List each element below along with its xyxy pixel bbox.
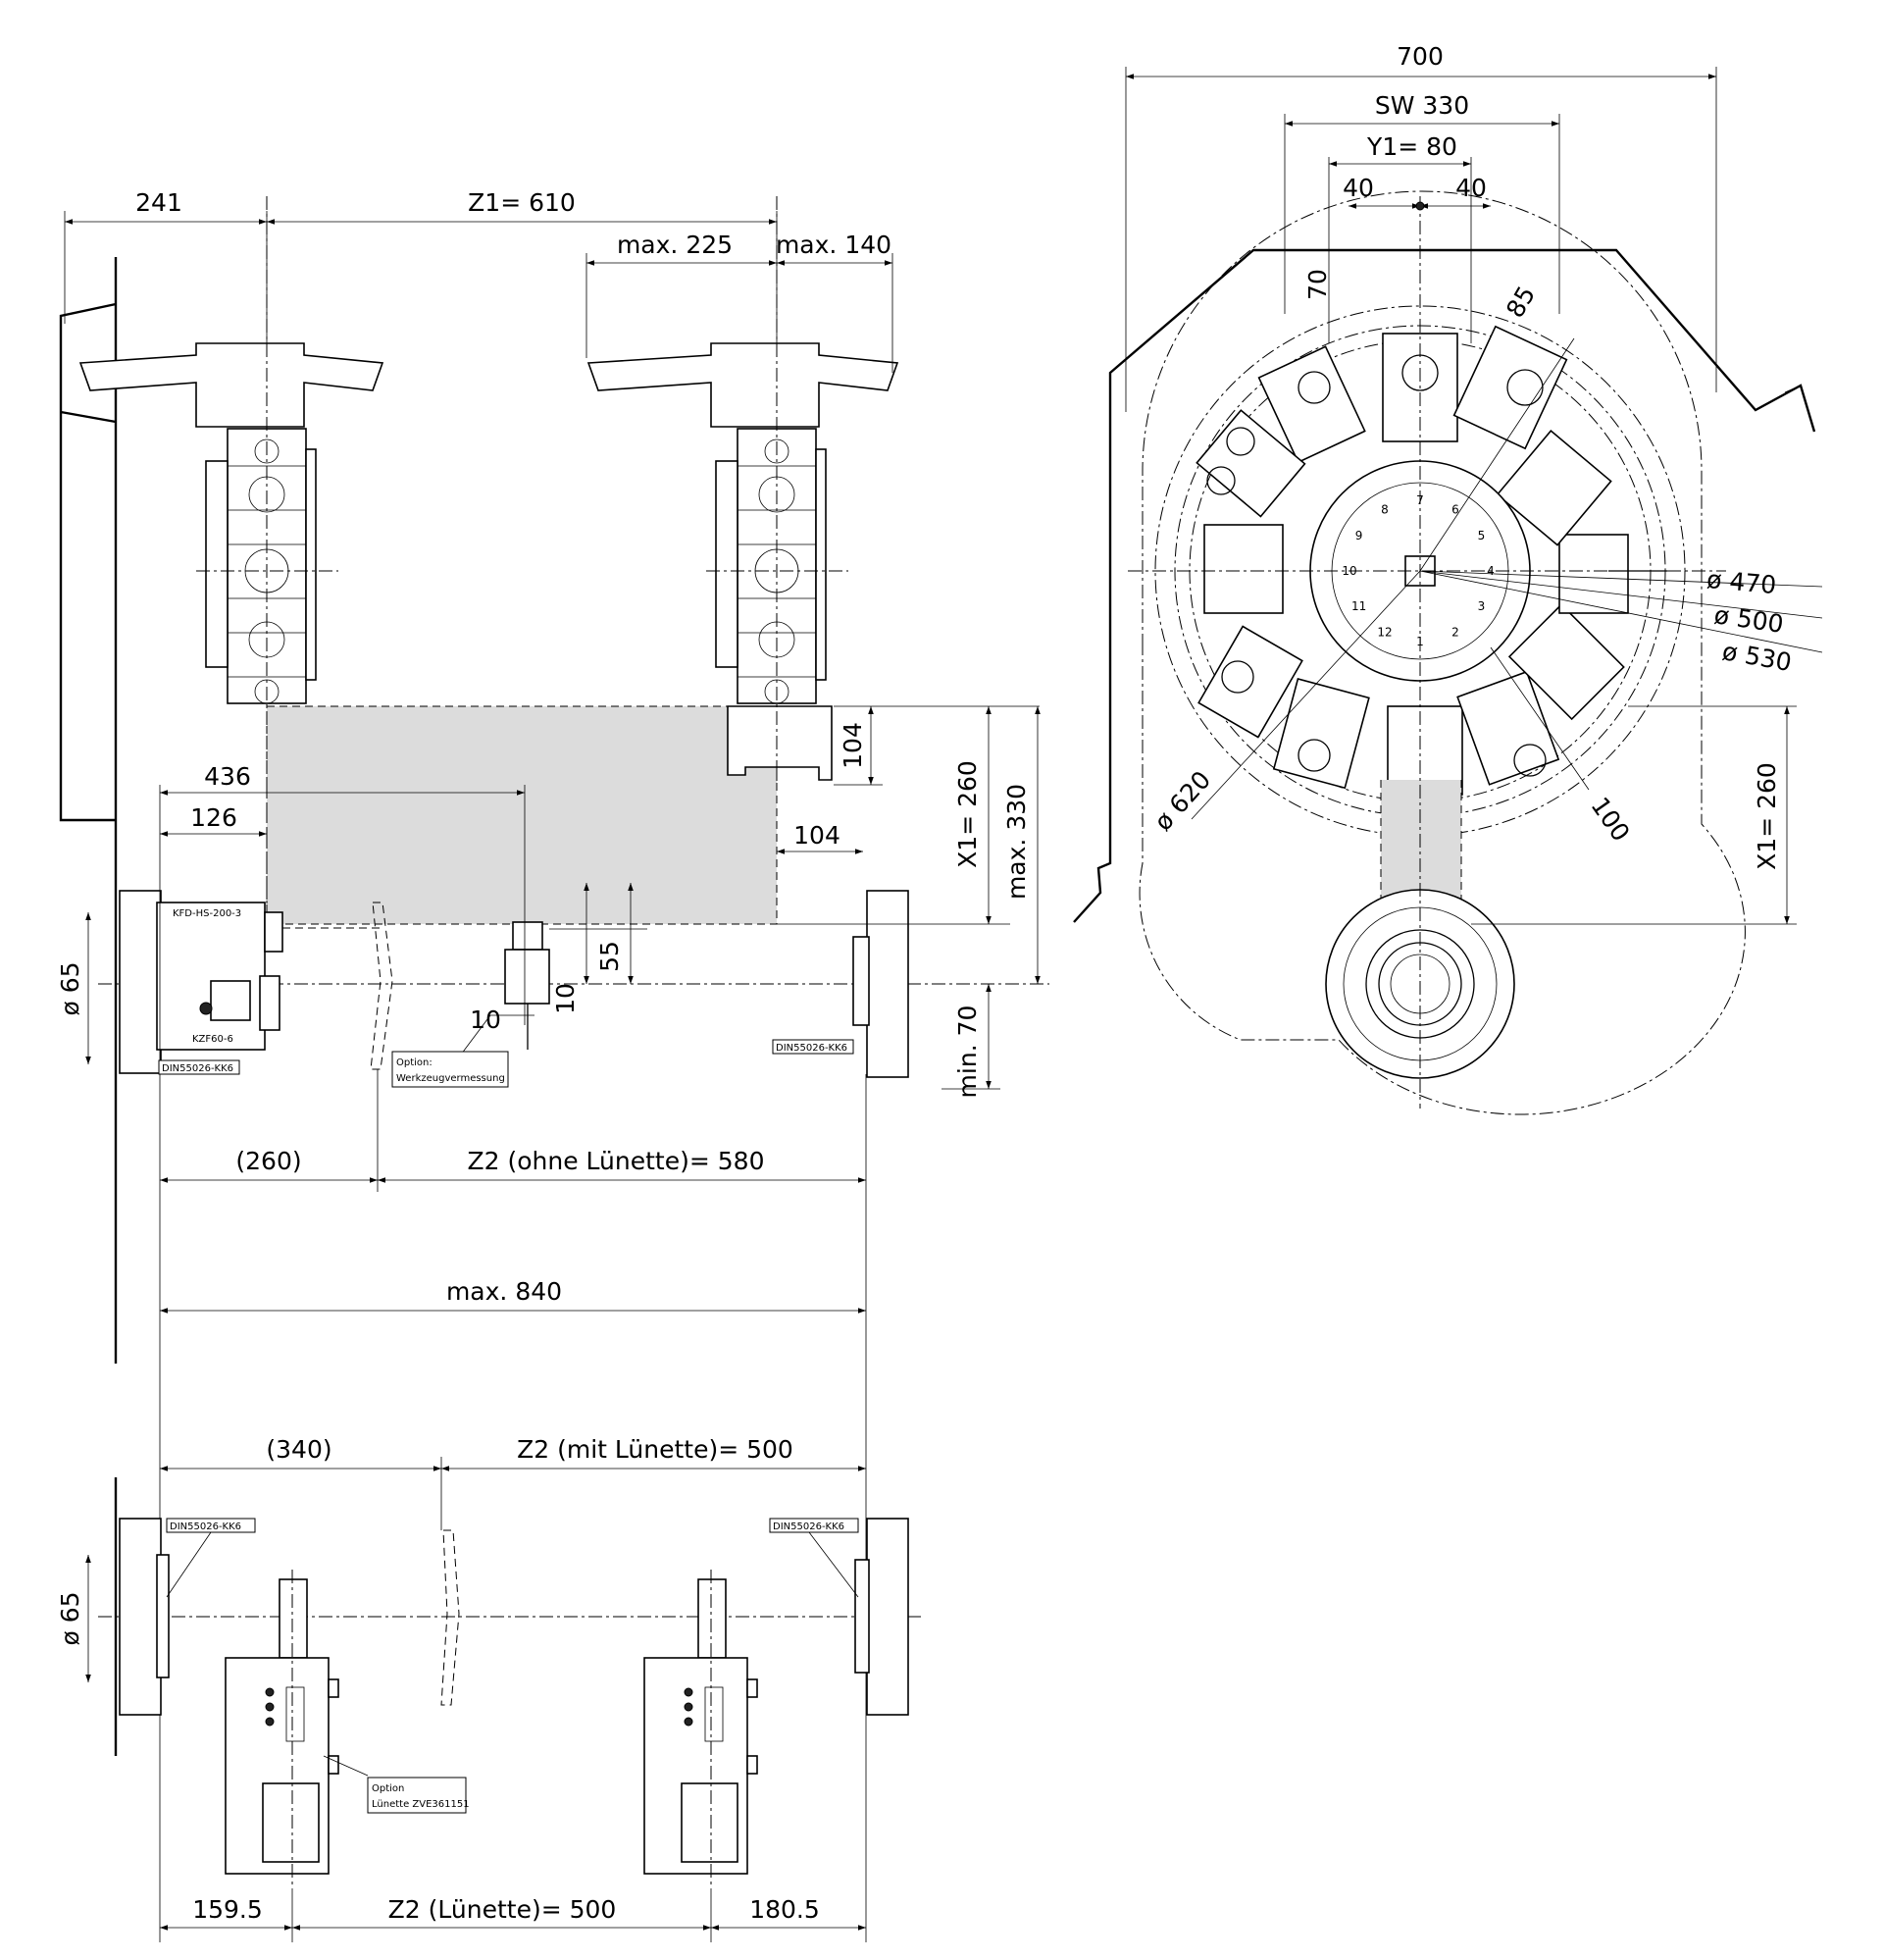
dim-85: 85 xyxy=(1501,282,1541,323)
bottom-view: (340) Z2 (mit Lünette)= 500 ø 65 159.5 Z… xyxy=(56,1435,922,1942)
dim-340: (340) xyxy=(266,1435,331,1464)
dim-max330: max. 330 xyxy=(1002,784,1031,900)
station-number: 12 xyxy=(1377,625,1392,639)
tailstock-bottom xyxy=(854,1518,909,1716)
dim-max140: max. 140 xyxy=(776,231,891,259)
dim-d65-side: ø 65 xyxy=(56,961,84,1015)
dim-260: (260) xyxy=(235,1147,301,1175)
enclosure xyxy=(1073,248,1816,923)
label-kfd: KFD-HS-200-3 xyxy=(173,908,241,919)
dim-436: 436 xyxy=(204,762,251,791)
dim-x1-turret: X1= 260 xyxy=(1753,762,1781,870)
dim-d500: ø 500 xyxy=(1712,600,1785,639)
label-option-2: Werkzeugvermessung xyxy=(396,1073,505,1084)
dim-70: 70 xyxy=(1303,269,1332,300)
dim-10-v: 10 xyxy=(551,983,580,1014)
tailstock-right xyxy=(852,890,909,1078)
dim-z2-mit: Z2 (mit Lünette)= 500 xyxy=(517,1435,793,1464)
dim-159: 159.5 xyxy=(192,1895,263,1924)
dim-y1: Y1= 80 xyxy=(1366,132,1457,161)
label-din-left-bottom: DIN55026-KK6 xyxy=(170,1522,241,1532)
label-option-lunette-1: Option xyxy=(372,1783,404,1794)
station-number: 3 xyxy=(1478,599,1486,613)
turret-head-left xyxy=(78,342,384,704)
station-number: 2 xyxy=(1451,625,1459,639)
dim-700: 700 xyxy=(1397,42,1444,71)
dim-55: 55 xyxy=(595,941,624,972)
station-number: 9 xyxy=(1355,529,1363,542)
tool-probe xyxy=(370,902,550,1070)
dim-40-right: 40 xyxy=(1455,174,1487,202)
station-number: 8 xyxy=(1381,503,1389,517)
main-spindle xyxy=(119,890,382,1074)
dim-z2-lun: Z2 (Lünette)= 500 xyxy=(388,1895,617,1924)
station-number: 5 xyxy=(1478,529,1486,542)
dim-100: 100 xyxy=(1585,792,1635,847)
dim-10-h: 10 xyxy=(470,1006,501,1034)
dim-z2-ohne: Z2 (ohne Lünette)= 580 xyxy=(468,1147,765,1175)
dim-d530: ø 530 xyxy=(1720,637,1794,677)
label-option-lunette-2: Lünette ZVE361151 xyxy=(372,1799,470,1810)
working-area xyxy=(267,706,777,924)
dim-241: 241 xyxy=(135,188,182,217)
dim-104-h: 104 xyxy=(793,821,840,850)
label-din-left-side: DIN55026-KK6 xyxy=(162,1063,233,1074)
dim-d65-bottom: ø 65 xyxy=(56,1591,84,1645)
main-spindle-bottom xyxy=(119,1518,170,1716)
dim-104-v: 104 xyxy=(839,722,867,769)
dim-max225: max. 225 xyxy=(617,231,733,259)
dim-x1-side: X1= 260 xyxy=(953,760,982,868)
dim-sw330: SW 330 xyxy=(1375,91,1469,120)
dim-180: 180.5 xyxy=(749,1895,820,1924)
steady-rest-left xyxy=(225,1578,339,1875)
dim-min70: min. 70 xyxy=(953,1006,982,1099)
label-option-1: Option: xyxy=(396,1057,433,1068)
dim-126: 126 xyxy=(190,803,237,832)
dim-d470: ø 470 xyxy=(1705,565,1777,599)
side-view: 241 Z1= 610 max. 225 max. 140 436 126 10… xyxy=(56,188,1049,1879)
steady-rest-right xyxy=(643,1578,758,1875)
label-din-right-side: DIN55026-KK6 xyxy=(776,1043,847,1054)
dim-d620: ø 620 xyxy=(1148,765,1216,836)
swing-envelope xyxy=(1139,190,1746,1115)
dim-z1: Z1= 610 xyxy=(468,188,576,217)
label-din-right-bottom: DIN55026-KK6 xyxy=(773,1522,844,1532)
station-number: 6 xyxy=(1451,503,1459,517)
station-number: 11 xyxy=(1351,599,1366,613)
dim-max840: max. 840 xyxy=(446,1277,562,1306)
dim-40-left: 40 xyxy=(1343,174,1374,202)
machine-wall xyxy=(59,257,118,1364)
label-kzf: KZF60-6 xyxy=(192,1034,233,1045)
